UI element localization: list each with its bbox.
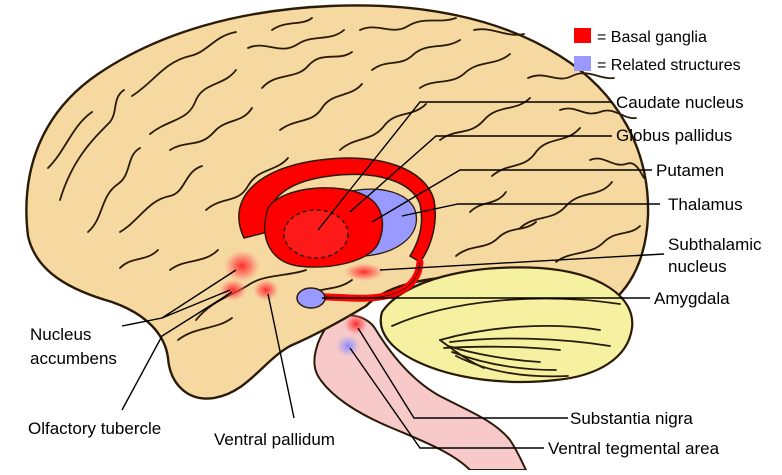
label-putamen: Putamen bbox=[656, 161, 724, 180]
label-ventral-tegmental-area: Ventral tegmental area bbox=[548, 439, 720, 458]
vta-glow bbox=[336, 335, 360, 357]
legend-swatch-basal-ganglia bbox=[574, 28, 591, 43]
label-accumbens-line1: Nucleus bbox=[30, 325, 91, 344]
nucleus-accumbens-glow bbox=[224, 250, 260, 282]
legend: = Basal ganglia = Related structures bbox=[574, 28, 741, 74]
label-amygdala: Amygdala bbox=[654, 289, 730, 308]
label-thalamus: Thalamus bbox=[668, 195, 743, 214]
legend-swatch-related-structures bbox=[574, 56, 591, 71]
substantia-nigra-glow bbox=[344, 313, 368, 335]
globus-pallidus bbox=[284, 210, 348, 258]
legend-label-related-structures: = Related structures bbox=[597, 57, 741, 74]
label-caudate-nucleus: Caudate nucleus bbox=[616, 93, 744, 112]
legend-label-basal-ganglia: = Basal ganglia bbox=[597, 29, 707, 46]
label-ventral-pallidum: Ventral pallidum bbox=[214, 430, 335, 449]
label-subthalamic-line2: nucleus bbox=[668, 257, 727, 276]
ventral-pallidum-glow bbox=[253, 279, 279, 301]
label-accumbens-line2: accumbens bbox=[30, 349, 117, 368]
cerebellum bbox=[381, 267, 633, 382]
amygdala bbox=[297, 288, 325, 308]
label-olfactory-tubercle: Olfactory tubercle bbox=[28, 419, 161, 438]
label-globus-pallidus: Globus pallidus bbox=[616, 126, 732, 145]
label-subthalamic-line1: Subthalamic bbox=[668, 235, 762, 254]
label-substantia-nigra: Substantia nigra bbox=[570, 409, 693, 428]
subthalamic-nucleus-glow bbox=[344, 263, 384, 281]
